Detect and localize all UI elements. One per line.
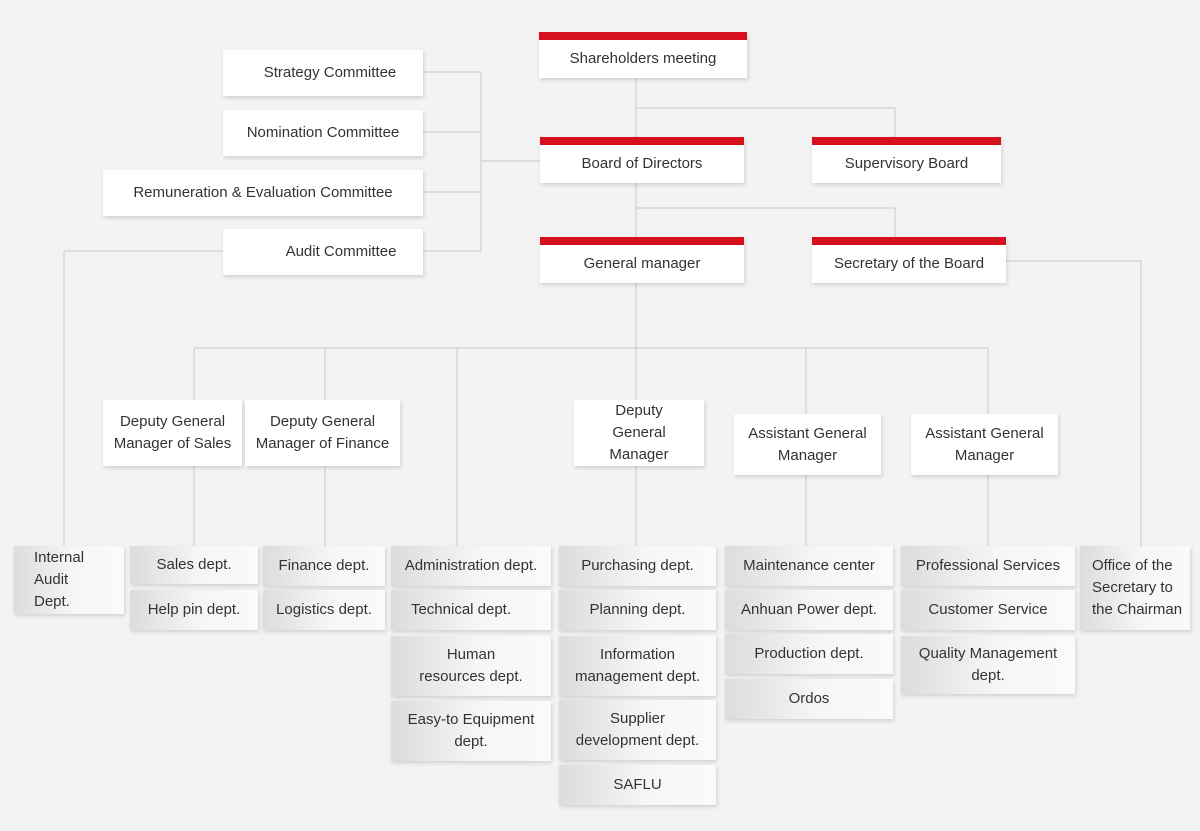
saflu-dept: SAFLU bbox=[559, 765, 716, 805]
production-dept: Production dept. bbox=[725, 634, 893, 674]
supervisory-board-box: Supervisory Board bbox=[812, 137, 1001, 183]
help-pin-dept: Help pin dept. bbox=[130, 590, 258, 630]
maintenance-center: Maintenance center bbox=[725, 546, 893, 586]
internal-audit-dept: Internal Audit Dept. bbox=[14, 546, 124, 614]
dgm-finance-box: Deputy General Manager of Finance bbox=[245, 400, 400, 466]
finance-dept: Finance dept. bbox=[263, 546, 385, 586]
technical-dept: Technical dept. bbox=[391, 590, 551, 630]
purchasing-dept: Purchasing dept. bbox=[559, 546, 716, 586]
shareholders-meeting-box: Shareholders meeting bbox=[539, 32, 747, 78]
ordos-dept: Ordos bbox=[725, 679, 893, 719]
remuneration-committee-box: Remuneration & Evaluation Committee bbox=[103, 170, 423, 216]
dgm-sales-box: Deputy General Manager of Sales bbox=[103, 400, 242, 466]
secretary-of-board-box: Secretary of the Board bbox=[812, 237, 1006, 283]
office-secretary-chairman: Office of the Secretary to the Chairman bbox=[1080, 546, 1190, 630]
logistics-dept: Logistics dept. bbox=[263, 590, 385, 630]
anhuan-power-dept: Anhuan Power dept. bbox=[725, 590, 893, 630]
professional-services-dept: Professional Services bbox=[901, 546, 1075, 586]
sales-dept: Sales dept. bbox=[130, 546, 258, 584]
easy-to-equipment-dept: Easy-to Equipment dept. bbox=[391, 701, 551, 761]
planning-dept: Planning dept. bbox=[559, 590, 716, 630]
dgm-box: Deputy General Manager bbox=[574, 400, 704, 466]
information-management-dept: Information management dept. bbox=[559, 636, 716, 696]
administration-dept: Administration dept. bbox=[391, 546, 551, 586]
nomination-committee-box: Nomination Committee bbox=[223, 110, 423, 156]
board-of-directors-box: Board of Directors bbox=[540, 137, 744, 183]
supplier-development-dept: Supplier development dept. bbox=[559, 700, 716, 760]
human-resources-dept: Human resources dept. bbox=[391, 636, 551, 696]
customer-service-dept: Customer Service bbox=[901, 590, 1075, 630]
audit-committee-box: Audit Committee bbox=[223, 229, 423, 275]
general-manager-box: General manager bbox=[540, 237, 744, 283]
strategy-committee-box: Strategy Committee bbox=[223, 50, 423, 96]
agm-box-2: Assistant General Manager bbox=[911, 414, 1058, 475]
quality-management-dept: Quality Management dept. bbox=[901, 636, 1075, 694]
agm-box-1: Assistant General Manager bbox=[734, 414, 881, 475]
